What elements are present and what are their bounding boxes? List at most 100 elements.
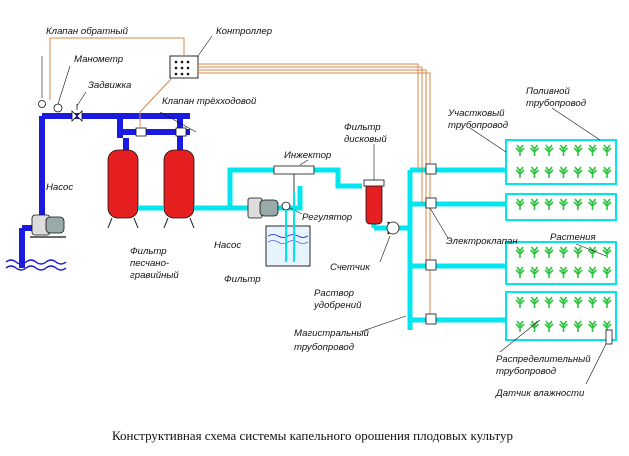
label-sand-filter-2: песчано- xyxy=(130,258,169,269)
plant-icon xyxy=(573,296,583,309)
plant-icon xyxy=(573,198,583,211)
label-distribution-pipe-1: Распределительный xyxy=(496,354,591,365)
label-distribution-pipe-2: трубопровод xyxy=(496,366,556,377)
solenoid-leader xyxy=(429,207,449,239)
plant-icon xyxy=(602,296,612,309)
plant-icon xyxy=(515,166,525,179)
plant-icon xyxy=(587,198,598,211)
label-sand-filter-3: гравийный xyxy=(130,270,179,281)
label-filter: Фильтр xyxy=(224,274,261,285)
plant-icon xyxy=(515,246,525,259)
sand-filter-tank-left xyxy=(107,149,139,229)
label-plants: Растения xyxy=(550,232,596,243)
plant-icon xyxy=(529,266,540,279)
plant-icon xyxy=(529,246,540,259)
plant-icon xyxy=(544,320,554,333)
plant-icon xyxy=(602,266,612,279)
label-main-pipe-2: трубопровод xyxy=(294,342,354,353)
plant-icon xyxy=(573,266,583,279)
plant-icon xyxy=(529,296,540,309)
plant-icon xyxy=(602,246,612,259)
label-gate-valve: Задвижка xyxy=(88,80,131,91)
plant-icon xyxy=(602,166,612,179)
three-way-valve-leader xyxy=(159,111,197,133)
label-injector: Инжектор xyxy=(284,150,332,161)
plant-icon xyxy=(587,266,598,279)
label-disc-filter-2: дисковый xyxy=(344,134,387,145)
plant-icon xyxy=(544,246,554,259)
plant-icon xyxy=(587,166,598,179)
sand-filter-tank-right xyxy=(163,149,195,229)
plant-icon xyxy=(515,144,525,157)
label-irrigation-pipe-1: Поливной xyxy=(526,86,570,97)
field-rows xyxy=(505,139,617,341)
plant-icon xyxy=(573,166,583,179)
label-section-pipe-2: трубопровод xyxy=(448,120,508,131)
plant-icon xyxy=(573,320,583,333)
label-manometer: Манометр xyxy=(74,54,124,65)
label-section-pipe-1: Участковый xyxy=(447,108,505,119)
gate-valve xyxy=(71,91,87,122)
label-moisture-sensor: Датчик влажности xyxy=(495,388,585,399)
label-three-way-valve: Клапан трёхходовой xyxy=(162,96,257,107)
label-check-valve: Клапан обратный xyxy=(46,26,129,37)
plant-icon xyxy=(602,144,612,157)
injector xyxy=(273,159,315,192)
plant-icon xyxy=(558,246,569,259)
solenoid-valves xyxy=(425,163,437,325)
intake-pipes xyxy=(19,113,190,268)
plant-icon xyxy=(558,144,569,157)
label-fertilizer-1: Раствор xyxy=(314,288,355,299)
plant-icon xyxy=(515,266,525,279)
plant-icon xyxy=(558,166,569,179)
main-pump xyxy=(30,214,66,238)
label-disc-filter-1: Фильтр xyxy=(344,122,381,133)
plant-icon xyxy=(529,198,540,211)
plant-icon xyxy=(544,166,554,179)
label-sand-filter-1: Фильтр xyxy=(130,246,167,257)
label-meter: Счетчик xyxy=(330,262,370,273)
plant-icon xyxy=(515,198,525,211)
plant-icon xyxy=(587,320,598,333)
plant-icon xyxy=(529,144,540,157)
disc-filter xyxy=(363,144,385,225)
plant-icon xyxy=(558,296,569,309)
plant-icon xyxy=(558,266,569,279)
fertilizer-tank xyxy=(265,192,311,267)
water-source xyxy=(5,259,67,271)
plant-icon xyxy=(529,166,540,179)
three-way-valve xyxy=(135,127,187,137)
label-pump-main: Насос xyxy=(46,182,73,193)
plant-icon xyxy=(587,144,598,157)
label-controller: Контроллер xyxy=(216,26,273,37)
label-pump-secondary: Насос xyxy=(214,240,241,251)
plant-icon xyxy=(515,320,525,333)
plant-icon xyxy=(544,198,554,211)
label-fertilizer-2: удобрений xyxy=(313,300,362,311)
plant-icon xyxy=(544,144,554,157)
label-irrigation-pipe-2: трубопровод xyxy=(526,98,586,109)
diagram-caption: Конструктивная схема системы капельного … xyxy=(112,428,513,443)
plant-icon xyxy=(573,246,583,259)
plant-icon xyxy=(587,246,598,259)
label-solenoid: Электроклапан xyxy=(446,236,518,247)
moisture-sensor xyxy=(605,329,613,345)
regulator xyxy=(281,201,303,215)
water-meter xyxy=(379,221,400,263)
label-main-pipe-1: Магистральный xyxy=(294,328,370,339)
manometer xyxy=(53,65,71,113)
plant-icon xyxy=(558,198,569,211)
label-regulator: Регулятор xyxy=(302,212,353,223)
controller xyxy=(169,35,213,79)
check-valve xyxy=(38,56,46,108)
plant-icon xyxy=(558,320,569,333)
plant-icon xyxy=(544,296,554,309)
plant-icon xyxy=(515,296,525,309)
secondary-pump xyxy=(247,197,279,219)
plant-icon xyxy=(602,198,612,211)
plant-icon xyxy=(587,296,598,309)
plant-icon xyxy=(544,266,554,279)
plant-icon xyxy=(573,144,583,157)
